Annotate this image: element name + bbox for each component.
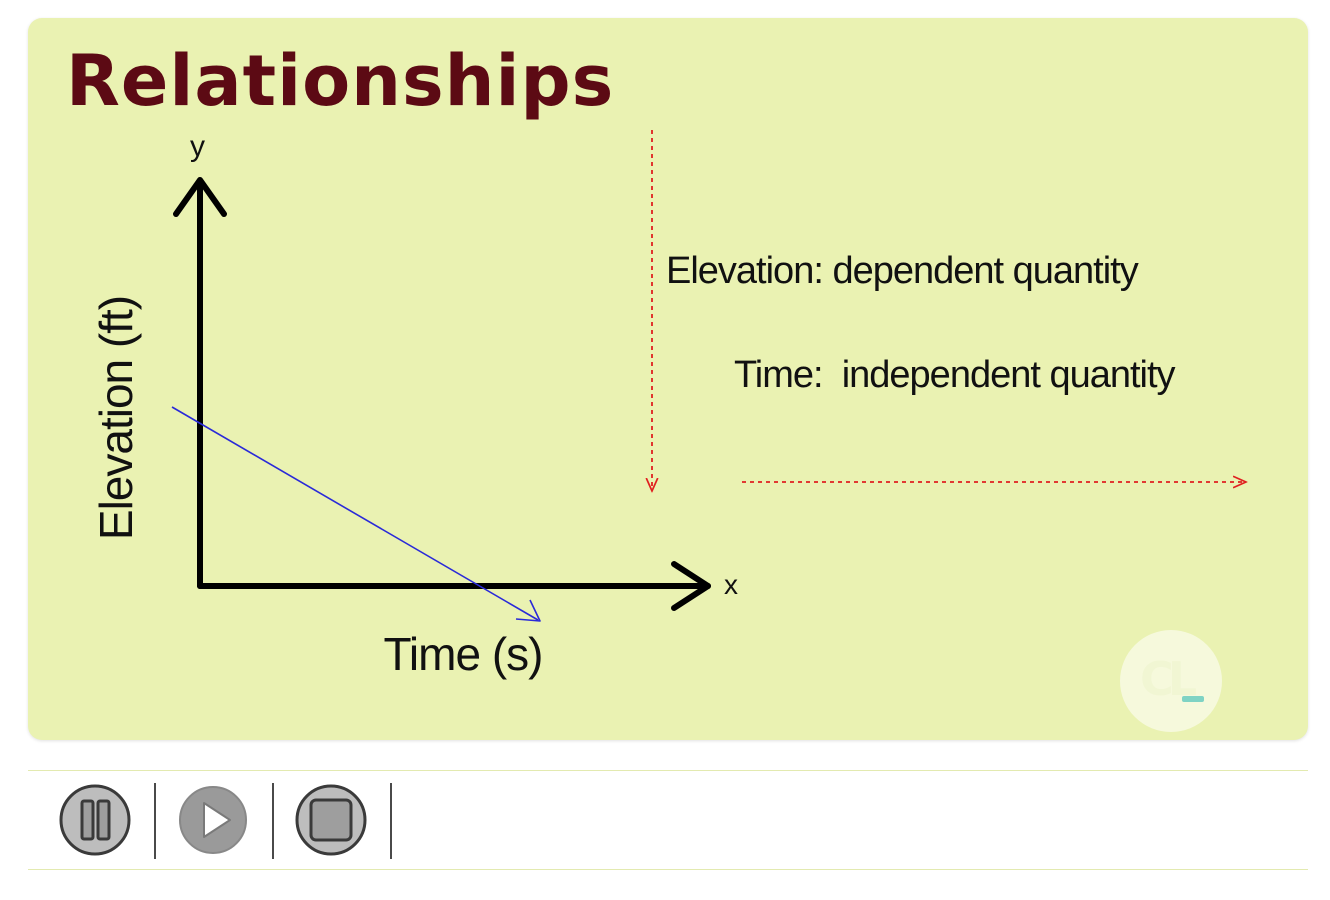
dependent-quantity-label: Elevation: dependent quantity xyxy=(666,250,1139,292)
y-axis-title: Elevation (ft) xyxy=(90,296,142,540)
cl-logo: CL xyxy=(1120,630,1222,732)
x-axis-title: Time (s) xyxy=(384,628,543,680)
pause-icon xyxy=(59,784,131,856)
y-axis-letter: y xyxy=(190,130,205,163)
stop-button[interactable] xyxy=(294,783,368,857)
controls-separator xyxy=(272,783,274,859)
controls-separator xyxy=(154,783,156,859)
slide-title: Relationships xyxy=(66,40,615,122)
independent-quantity-label: Time: independent quantity xyxy=(734,354,1176,396)
play-icon xyxy=(179,786,247,854)
trend-line-arrowhead xyxy=(515,599,541,622)
playback-controls xyxy=(28,770,1308,870)
controls-separator xyxy=(390,783,392,859)
cl-logo-accent xyxy=(1182,696,1204,702)
stop-icon xyxy=(295,784,367,856)
y-axis-arrowhead xyxy=(173,177,227,217)
x-axis-letter: x xyxy=(724,569,738,600)
slide: Relationships y x Elevation (ft) Time (s… xyxy=(28,18,1308,740)
pause-button[interactable] xyxy=(58,783,132,857)
trend-line xyxy=(171,406,539,621)
x-axis-arrowhead xyxy=(671,561,711,611)
play-button[interactable] xyxy=(176,783,250,857)
relationship-diagram: y x Elevation (ft) Time (s) xyxy=(90,130,1308,680)
